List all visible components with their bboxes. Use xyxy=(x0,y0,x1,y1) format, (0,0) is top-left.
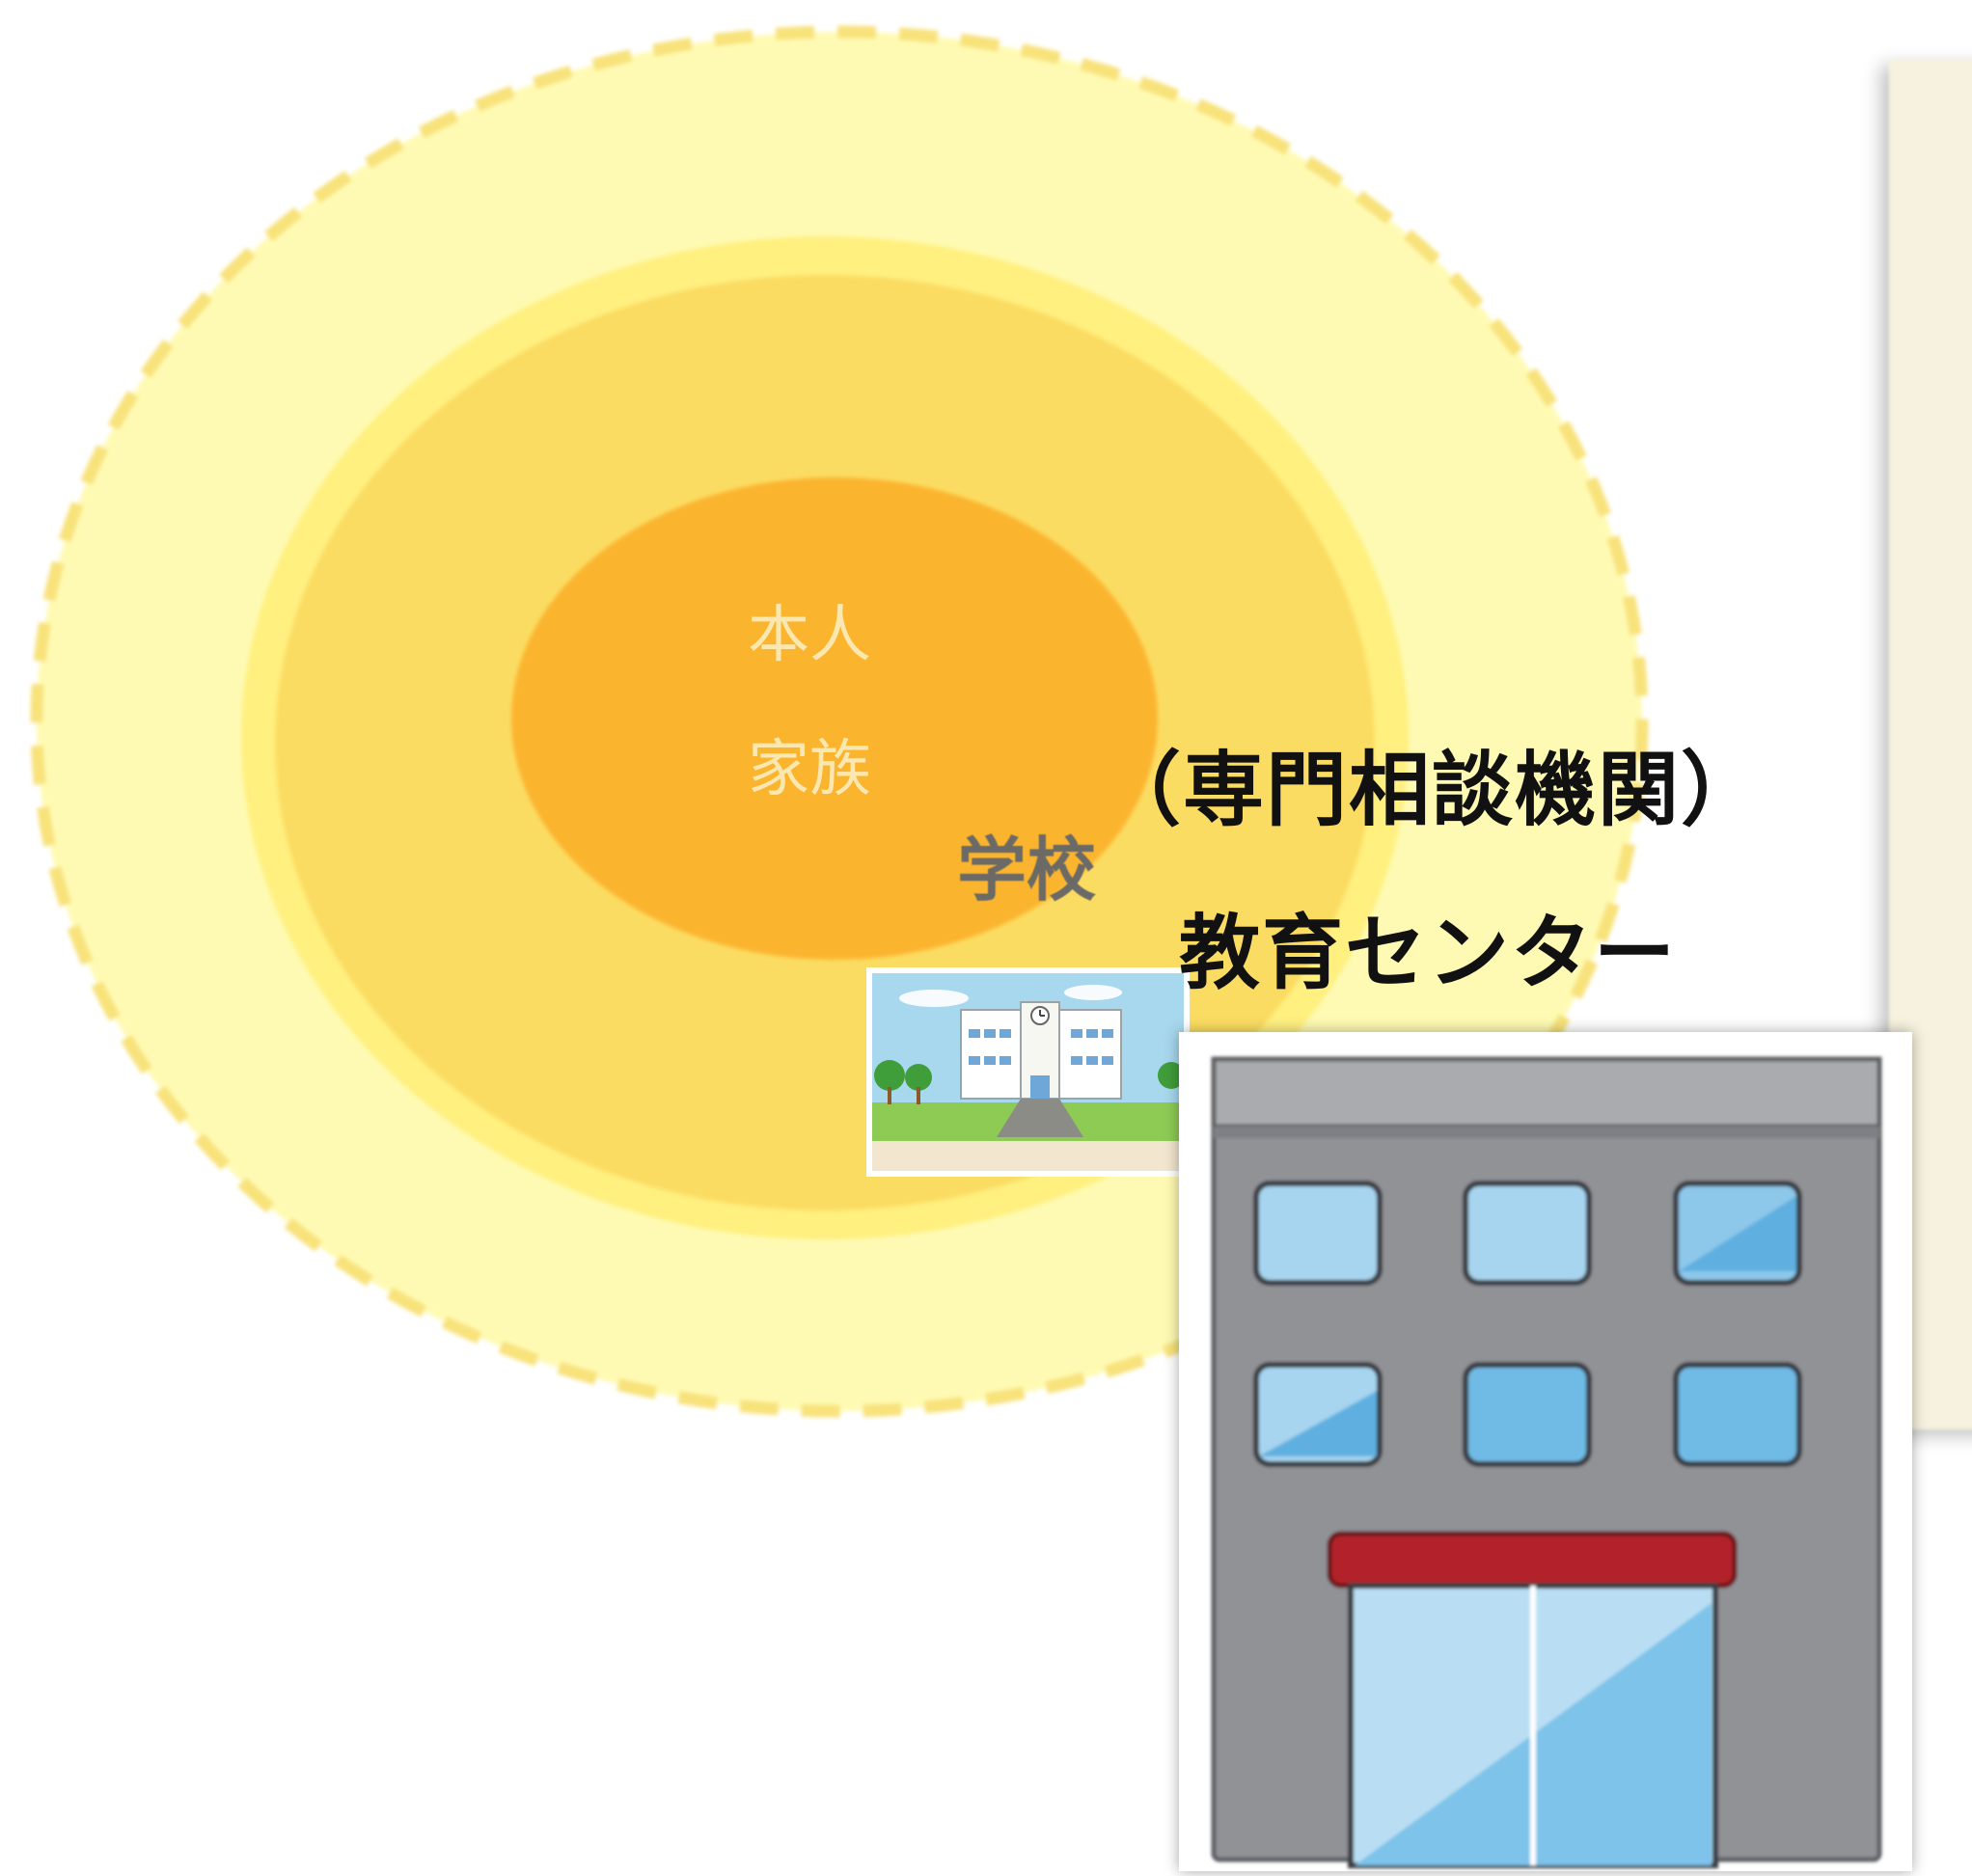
school-label: 学校 xyxy=(957,829,1097,911)
school-picture xyxy=(866,967,1190,1177)
school-building-icon xyxy=(960,1001,1122,1137)
tree-icons xyxy=(874,1060,1185,1104)
office-building-icon xyxy=(1211,1056,1882,1868)
self-label: 本人 xyxy=(748,600,871,671)
family-label: 家族 xyxy=(748,734,871,805)
inner-core xyxy=(511,477,1158,960)
center-picture-frame xyxy=(1179,1032,1912,1871)
agency-category-heading: （専門相談機関） xyxy=(1100,743,1765,837)
agency-name-heading: 教育センター xyxy=(1179,906,1678,1000)
